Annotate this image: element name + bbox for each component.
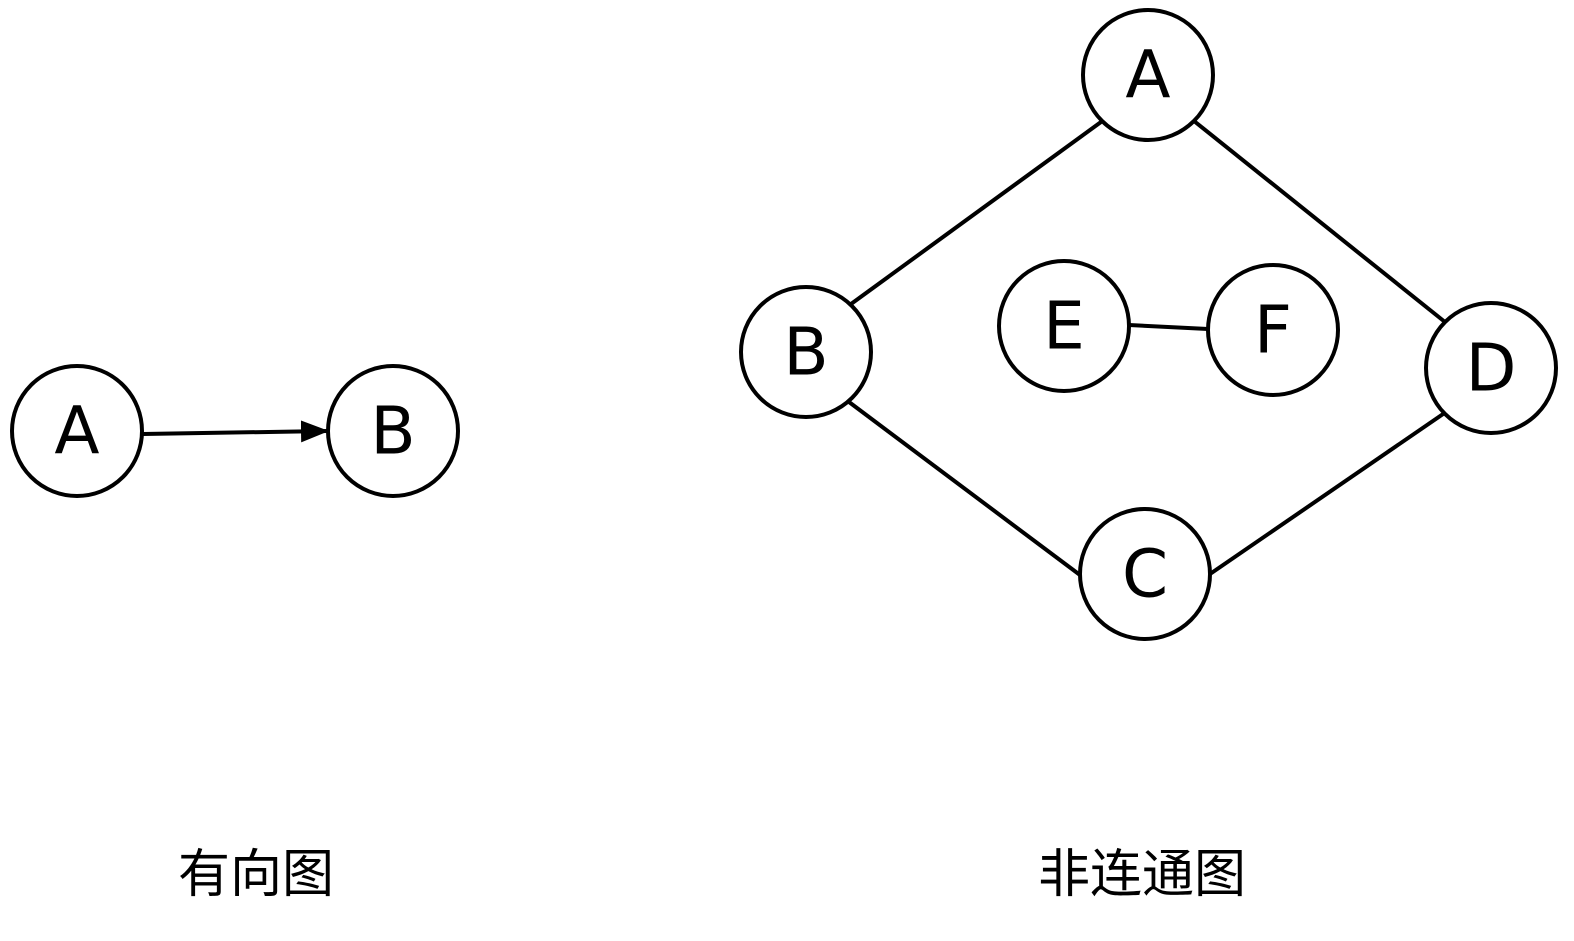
node-label: E [1043,288,1085,365]
node-circle [10,364,144,498]
disconnected-graph: A B C D E F 非连通图 [739,8,1558,905]
edge-c-d [1208,410,1448,576]
edge-a-b [849,120,1103,306]
node-circle [739,285,873,419]
node-circle [997,259,1131,393]
disconnected-graph-node-a: A [1081,8,1215,142]
node-circle [1081,8,1215,142]
node-circle [1206,263,1340,397]
node-label: A [1125,37,1170,114]
disconnected-graph-node-b: B [739,285,873,419]
edge-b-c [847,400,1082,577]
node-label: D [1466,330,1517,407]
node-label: B [783,314,828,391]
directed-graph-node-b: B [326,364,460,498]
disconnected-graph-caption: 非连通图 [1038,845,1246,905]
node-label: F [1254,292,1292,369]
disconnected-graph-node-d: D [1424,301,1558,435]
disconnected-graph-node-f: F [1206,263,1340,397]
edge-a-d [1192,119,1447,324]
disconnected-graph-node-c: C [1078,507,1212,641]
disconnected-graph-node-e: E [997,259,1131,393]
node-label: C [1122,536,1168,613]
directed-graph-edges [142,420,329,443]
directed-graph: A B 有向图 [10,364,460,905]
node-circle [326,364,460,498]
node-circle [1424,301,1558,435]
edge-e-f [1128,323,1209,331]
node-circle [1078,507,1212,641]
directed-graph-node-a: A [10,364,144,498]
edge-a-to-b [142,420,329,443]
directed-graph-caption: 有向图 [178,845,334,905]
node-label: B [370,393,415,470]
node-label: A [54,393,99,470]
disconnected-graph-edges [847,119,1448,577]
